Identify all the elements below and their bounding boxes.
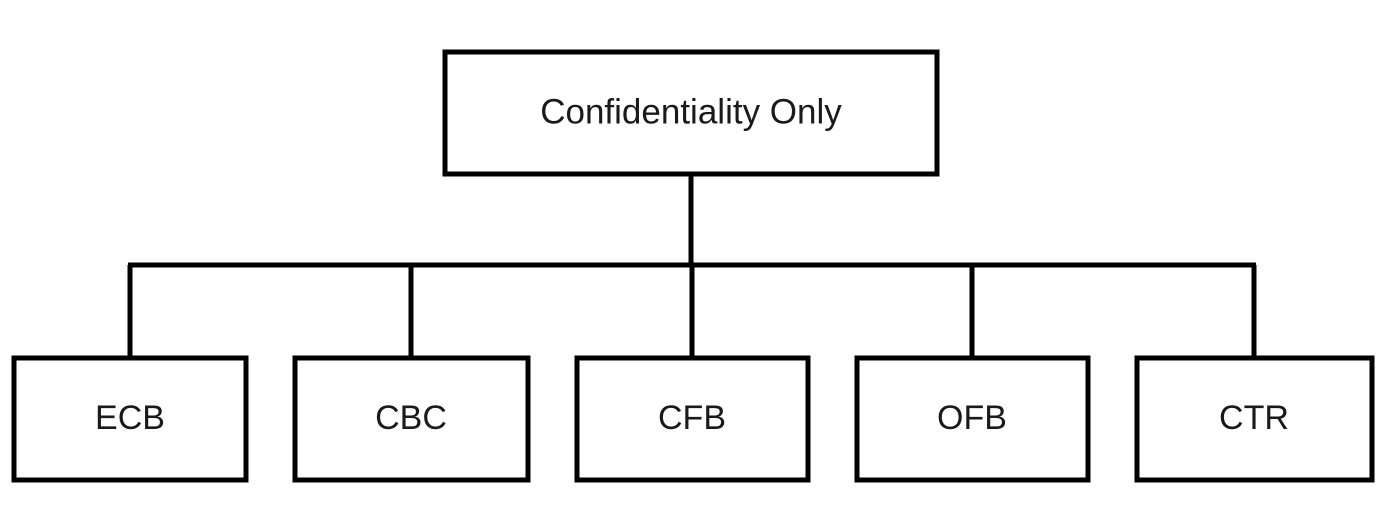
node-label-ecb: ECB <box>95 399 165 437</box>
root-node[interactable]: Confidentiality Only <box>442 49 940 177</box>
node-ctr[interactable]: CTR <box>1134 355 1375 483</box>
node-cfb[interactable]: CFB <box>574 355 811 483</box>
node-box-ofb[interactable] <box>854 355 1091 483</box>
node-ecb[interactable]: ECB <box>11 355 249 483</box>
node-box-ecb[interactable] <box>11 355 249 483</box>
node-label-ofb: OFB <box>937 399 1007 437</box>
node-cbc[interactable]: CBC <box>292 355 531 483</box>
root-node-label: Confidentiality Only <box>540 92 842 131</box>
node-label-ctr: CTR <box>1219 399 1289 437</box>
node-label-cbc: CBC <box>375 399 447 437</box>
connector-group <box>127 174 1257 358</box>
node-label-cfb: CFB <box>658 399 726 437</box>
root-node-box[interactable] <box>442 49 940 177</box>
node-box-ctr[interactable] <box>1134 355 1375 483</box>
node-ofb[interactable]: OFB <box>854 355 1091 483</box>
node-box-cbc[interactable] <box>292 355 531 483</box>
node-box-cfb[interactable] <box>574 355 811 483</box>
